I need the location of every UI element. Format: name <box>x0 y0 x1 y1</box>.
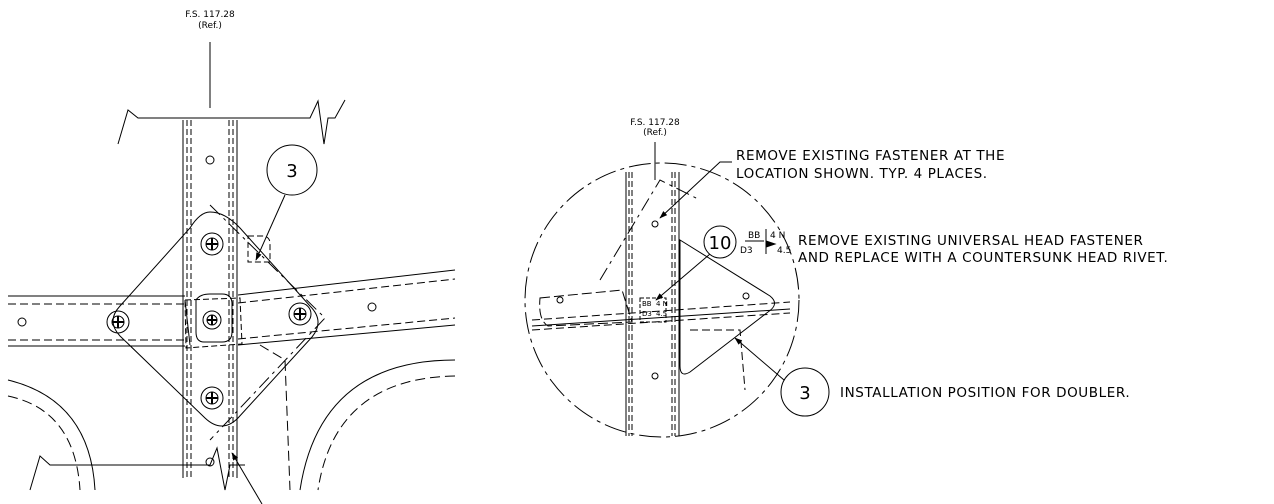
left-view: F.S. 117.28 (Ref.) <box>7 10 456 504</box>
left-rivet-left <box>106 310 130 334</box>
left-frame-fastener-2 <box>367 302 377 312</box>
right-callout-3-bubble <box>780 367 830 417</box>
left-lower-hidden-edge <box>259 344 291 491</box>
left-callout-3-leader <box>255 194 286 261</box>
right-fastener-bottom <box>651 372 659 380</box>
right-inner-code-45: 4.5 <box>656 310 667 318</box>
right-vertical-channel <box>625 172 680 436</box>
left-clip-outline <box>247 235 271 263</box>
left-fastener-bottom <box>205 457 215 467</box>
left-doubler-hidden-edge <box>209 204 326 441</box>
right-callout-3-leader <box>734 337 785 381</box>
left-lower-arc-left-hidden <box>7 395 81 491</box>
left-doubler-diamond <box>112 211 319 427</box>
right-frame-fastener-right <box>742 292 750 300</box>
left-rivet-center <box>202 310 222 330</box>
right-horizontal-frame <box>531 301 791 331</box>
right-doubler-left-piece <box>539 289 633 327</box>
right-center-fitting <box>639 297 667 323</box>
left-fastener-top <box>205 155 215 165</box>
note-remove-leader <box>659 161 732 219</box>
callout-10-leader <box>655 253 711 301</box>
right-callout-3-text: 3 <box>799 383 810 404</box>
left-lower-arc-right <box>299 359 456 491</box>
left-lower-arc-right-hidden <box>317 375 456 491</box>
right-fs-label: F.S. 117.28 <box>630 118 680 128</box>
callout-10-text: 10 <box>709 233 732 254</box>
left-lower-arc-left <box>7 379 96 491</box>
rivet-code-45: 4.5 <box>777 246 791 256</box>
rivet-code-d3: D3 <box>740 246 753 256</box>
right-fastener-top <box>651 220 659 228</box>
left-center-fitting <box>195 293 233 343</box>
right-view: F.S. 117.28 (Ref.) BB <box>524 118 1168 438</box>
right-doubler-triangle <box>679 239 775 375</box>
left-frame-fastener-1 <box>17 317 27 327</box>
rivet-code-4n: 4 N <box>770 231 785 241</box>
right-detail-circle <box>524 162 800 438</box>
note-remove-line2: LOCATION SHOWN. TYP. 4 PLACES. <box>736 166 988 182</box>
right-inner-code-bb: BB <box>642 300 652 308</box>
left-rivet-top <box>200 232 224 256</box>
left-rivet-right <box>288 302 312 326</box>
left-ref-label: (Ref.) <box>198 21 222 31</box>
note-replace-line1: REMOVE EXISTING UNIVERSAL HEAD FASTENER <box>798 233 1144 249</box>
left-horizontal-frame <box>8 269 456 347</box>
left-callout-3-bubble <box>266 144 318 196</box>
right-inner-code-d3: D3 <box>642 310 652 318</box>
left-rivet-bottom <box>200 386 224 410</box>
left-bottom-break-line <box>29 446 245 491</box>
note-install: INSTALLATION POSITION FOR DOUBLER. <box>840 385 1130 401</box>
callout-10-bubble <box>703 225 737 259</box>
left-callout-3-text: 3 <box>286 161 297 182</box>
right-frame-fastener-left <box>556 296 564 304</box>
left-fs-label: F.S. 117.28 <box>185 10 235 20</box>
left-intersection-outline <box>184 297 243 349</box>
right-inner-code-4n: 4 N <box>656 300 668 308</box>
note-replace-line2: AND REPLACE WITH A COUNTERSUNK HEAD RIVE… <box>798 250 1168 266</box>
left-bottom-leader <box>231 452 263 504</box>
left-top-break-line <box>117 99 346 145</box>
rivet-code-bb: BB <box>748 231 760 241</box>
right-ref-label: (Ref.) <box>643 128 667 138</box>
right-lower-hidden-edge <box>690 329 746 391</box>
rivet-code-symbol: BB D3 4 N 4.5 <box>740 229 791 256</box>
note-remove-line1: REMOVE EXISTING FASTENER AT THE <box>736 148 1005 164</box>
